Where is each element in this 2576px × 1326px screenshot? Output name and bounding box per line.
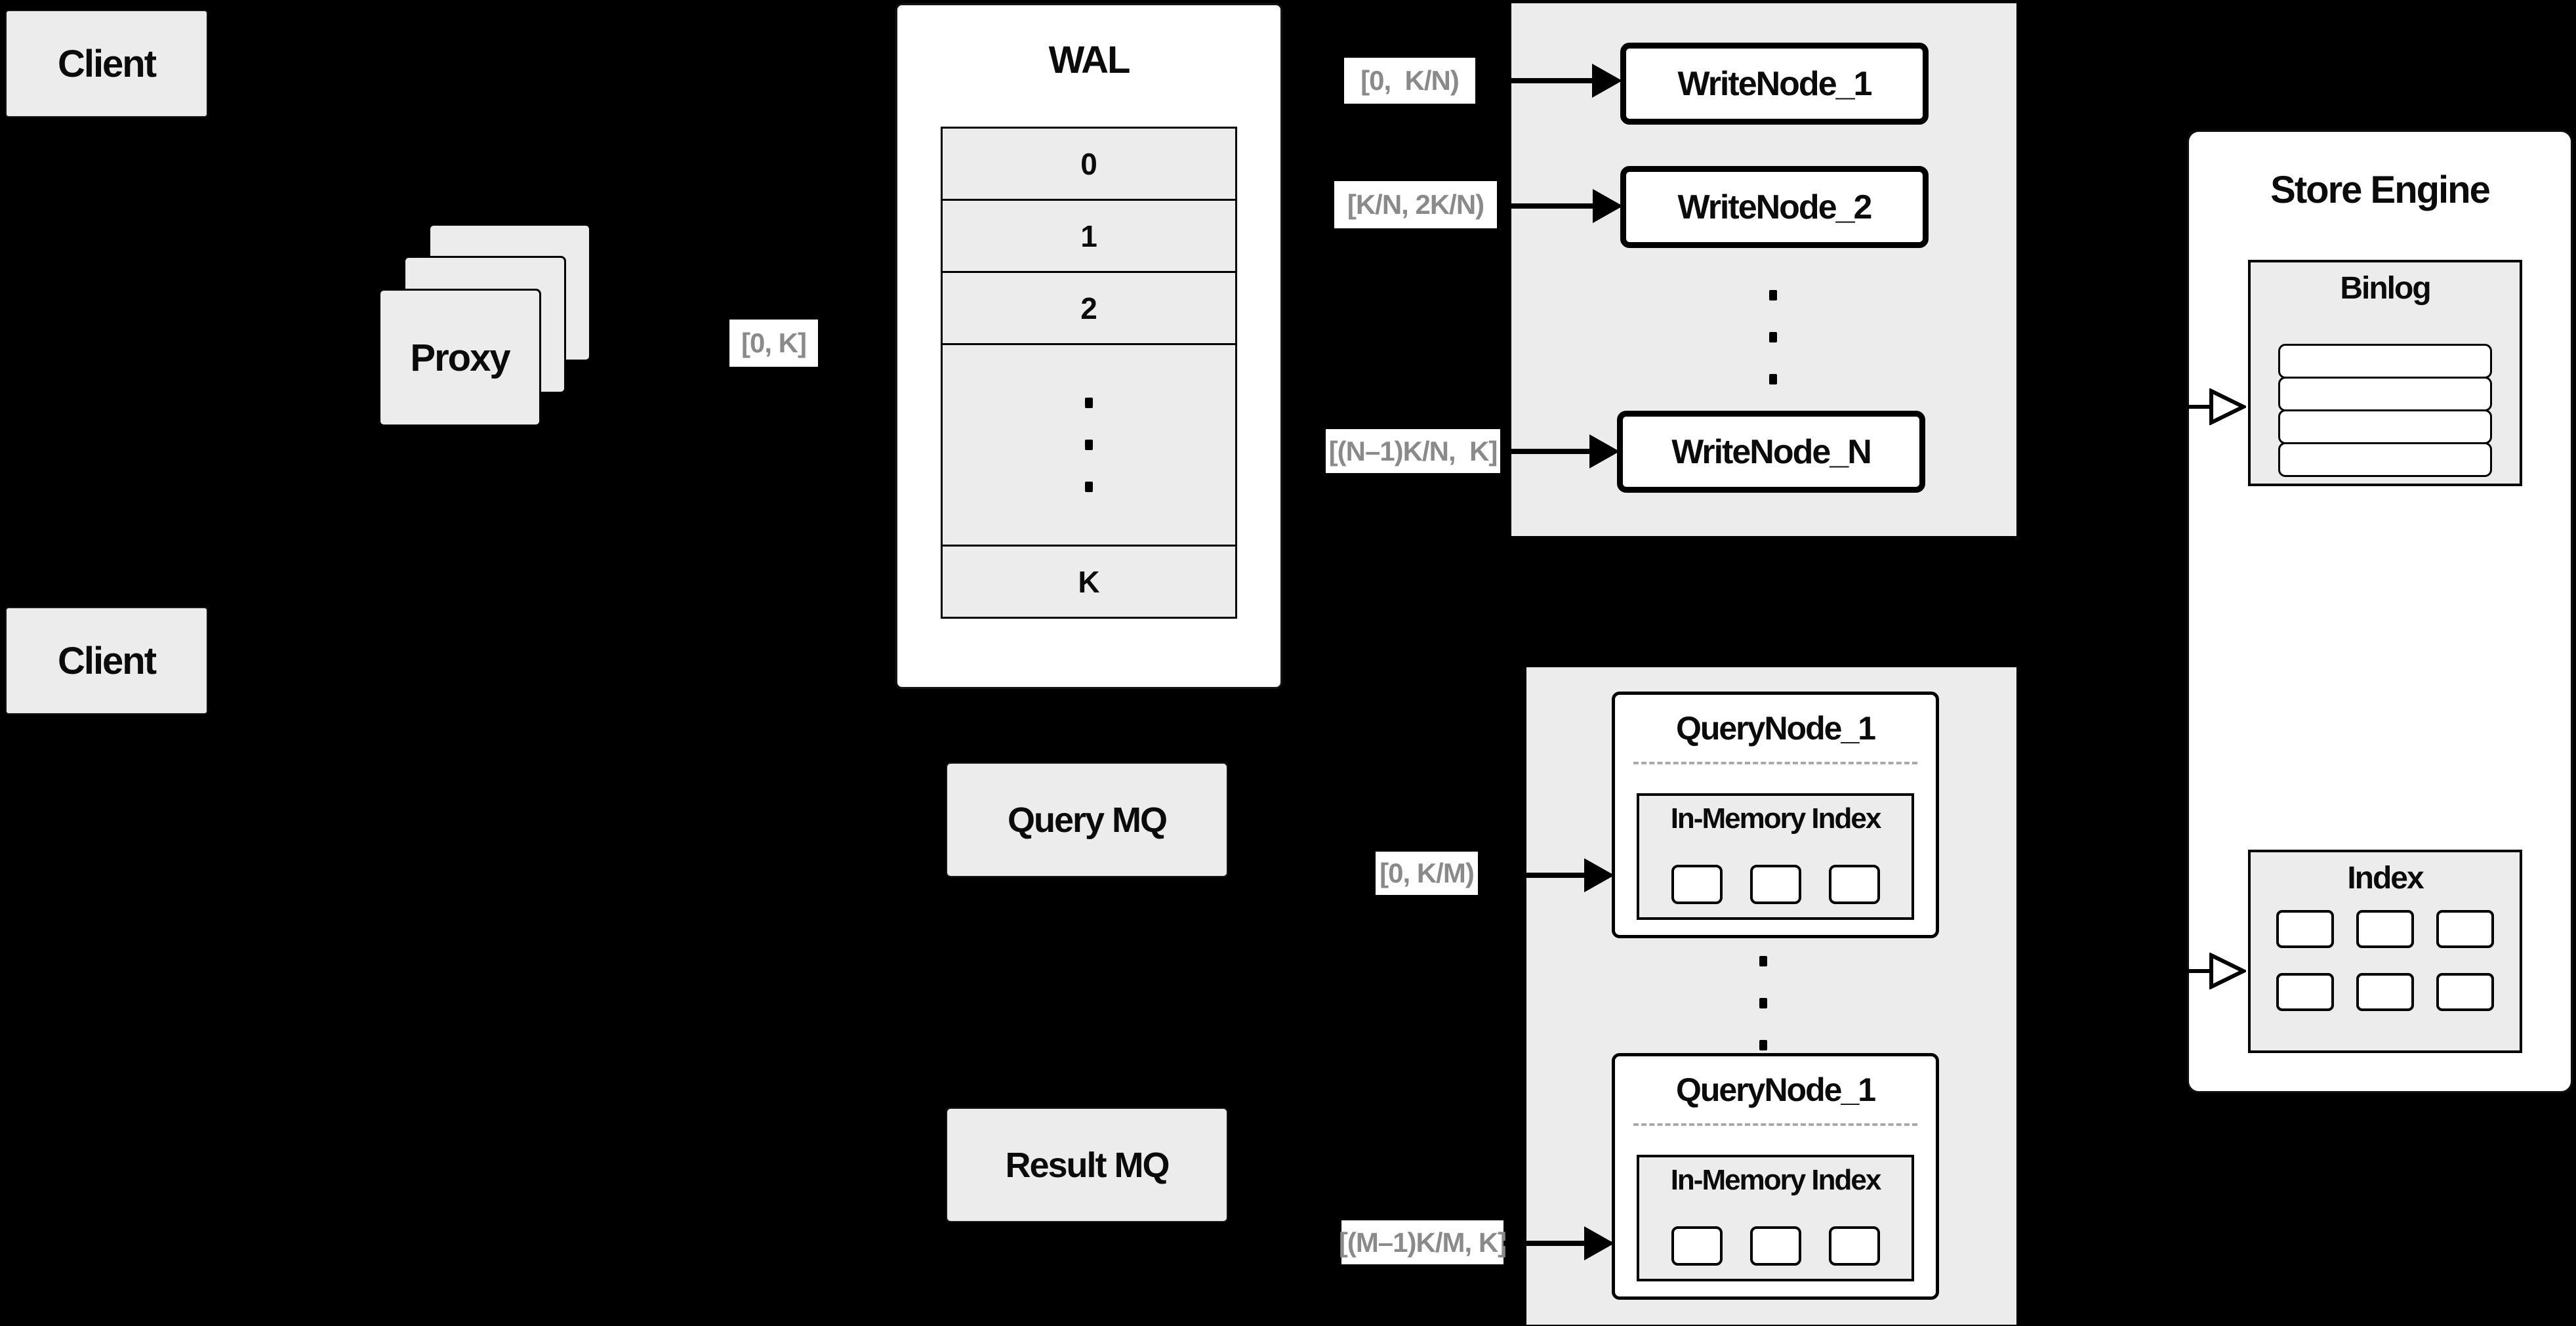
query-node-1-title: QueryNode_1 xyxy=(1675,710,1876,747)
memory-segment xyxy=(1749,1226,1801,1266)
write-node-box-1: WriteNode_1 xyxy=(1620,43,1929,125)
in-memory-index-box-1: In-Memory Index xyxy=(1637,793,1914,920)
write-node-vertical-ellipsis xyxy=(1769,290,1777,384)
index-cell xyxy=(2276,973,2334,1011)
range-chip-writenode-n-text: [(N–1)K/N, K] xyxy=(1328,435,1498,466)
wal-segment-1-label: 1 xyxy=(1080,218,1097,253)
query-node-2-title: QueryNode_1 xyxy=(1675,1071,1876,1108)
query-node-1-divider xyxy=(1633,762,1917,764)
write-node-2-label: WriteNode_2 xyxy=(1677,188,1873,226)
memory-segment xyxy=(1828,865,1880,904)
wal-panel: WAL 0 1 2 K xyxy=(895,3,1282,689)
wal-segment-0-label: 0 xyxy=(1080,146,1097,181)
index-cell xyxy=(2436,973,2494,1011)
binlog-row xyxy=(2278,409,2492,444)
binlog-rows xyxy=(2278,344,2492,477)
range-chip-writenode-n: [(N–1)K/N, K] xyxy=(1326,429,1500,473)
range-chip-querynode-1-text: [0, K/M) xyxy=(1380,858,1475,888)
open-arrow-index xyxy=(2169,953,2246,989)
memory-segment xyxy=(1749,865,1801,904)
query-node-2-divider xyxy=(1633,1123,1917,1126)
client-bottom-label: Client xyxy=(57,639,157,682)
wal-title: WAL xyxy=(1048,39,1131,81)
index-cells xyxy=(2276,910,2494,1011)
client-top-label: Client xyxy=(57,42,157,85)
arrow-to-writenode-n xyxy=(1500,434,1620,468)
range-chip-writenode-1: [0, K/N) xyxy=(1344,58,1475,104)
range-chip-writenode-1-text: [0, K/N) xyxy=(1360,65,1460,96)
client-box-top: Client xyxy=(5,10,208,117)
wal-segment-row-ellipsis xyxy=(941,343,1237,547)
query-mq-box: Query MQ xyxy=(946,762,1228,877)
memory-segment xyxy=(1828,1226,1880,1266)
result-mq-box: Result MQ xyxy=(946,1108,1228,1222)
arrow-to-writenode-1 xyxy=(1475,64,1622,98)
write-node-1-label: WriteNode_1 xyxy=(1677,64,1873,103)
index-cell xyxy=(2356,973,2414,1011)
wal-segment-table: 0 1 2 K xyxy=(941,127,1237,619)
in-memory-index-1-segments xyxy=(1639,865,1912,904)
result-mq-label: Result MQ xyxy=(1005,1145,1170,1185)
open-arrow-binlog xyxy=(2169,388,2246,425)
query-mq-label: Query MQ xyxy=(1007,800,1168,840)
write-node-n-label: WriteNode_N xyxy=(1671,432,1872,471)
store-engine-title: Store Engine xyxy=(2270,169,2491,211)
arrow-to-querynode-m xyxy=(1503,1226,1614,1260)
wal-segment-k-label: K xyxy=(1078,564,1100,599)
in-memory-index-1-label: In-Memory Index xyxy=(1670,802,1882,835)
index-cell xyxy=(2436,910,2494,948)
wal-segment-row-0: 0 xyxy=(941,127,1237,201)
query-node-box-2: QueryNode_1 In-Memory Index xyxy=(1612,1053,1939,1300)
range-chip-querynode-1: [0, K/M) xyxy=(1376,852,1478,895)
write-node-box-2: WriteNode_2 xyxy=(1620,166,1929,248)
in-memory-index-box-2: In-Memory Index xyxy=(1637,1155,1914,1281)
query-node-box-1: QueryNode_1 In-Memory Index xyxy=(1612,692,1939,938)
in-memory-index-2-segments xyxy=(1639,1226,1912,1266)
client-box-bottom: Client xyxy=(5,607,208,715)
write-node-box-n: WriteNode_N xyxy=(1617,411,1925,493)
range-chip-proxy-wal-text: [0, K] xyxy=(741,327,807,358)
index-title: Index xyxy=(2347,861,2424,896)
proxy-label: Proxy xyxy=(410,336,510,379)
memory-segment xyxy=(1671,865,1723,904)
arrow-to-querynode-1 xyxy=(1478,858,1614,892)
wal-segment-2-label: 2 xyxy=(1080,291,1097,325)
binlog-box: Binlog xyxy=(2248,260,2522,486)
memory-segment xyxy=(1671,1226,1723,1266)
binlog-row xyxy=(2278,377,2492,411)
index-cell xyxy=(2356,910,2414,948)
index-box: Index xyxy=(2248,850,2522,1053)
proxy-card-front: Proxy xyxy=(378,289,541,426)
range-chip-writenode-2-text: [K/N, 2K/N) xyxy=(1347,189,1484,220)
range-chip-querynode-m: [(M–1)K/M, K] xyxy=(1338,1220,1507,1264)
wal-segment-row-2: 2 xyxy=(941,271,1237,345)
wal-vertical-ellipsis xyxy=(1085,398,1093,492)
arrow-to-writenode-2 xyxy=(1497,189,1623,223)
binlog-row xyxy=(2278,442,2492,477)
store-engine-panel: Store Engine Binlog Index xyxy=(2187,130,2573,1093)
wal-segment-row-k: K xyxy=(941,545,1237,619)
wal-segment-row-1: 1 xyxy=(941,199,1237,273)
query-node-vertical-ellipsis xyxy=(1759,956,1767,1050)
binlog-title: Binlog xyxy=(2340,271,2431,306)
range-chip-querynode-m-text: [(M–1)K/M, K] xyxy=(1338,1226,1507,1258)
binlog-row xyxy=(2278,344,2492,379)
in-memory-index-2-label: In-Memory Index xyxy=(1670,1164,1882,1196)
range-chip-proxy-wal: [0, K] xyxy=(729,320,818,367)
index-cell xyxy=(2276,910,2334,948)
open-arrowhead-icon xyxy=(2209,388,2246,425)
range-chip-writenode-2: [K/N, 2K/N) xyxy=(1334,181,1497,228)
open-arrowhead-icon xyxy=(2209,953,2246,989)
